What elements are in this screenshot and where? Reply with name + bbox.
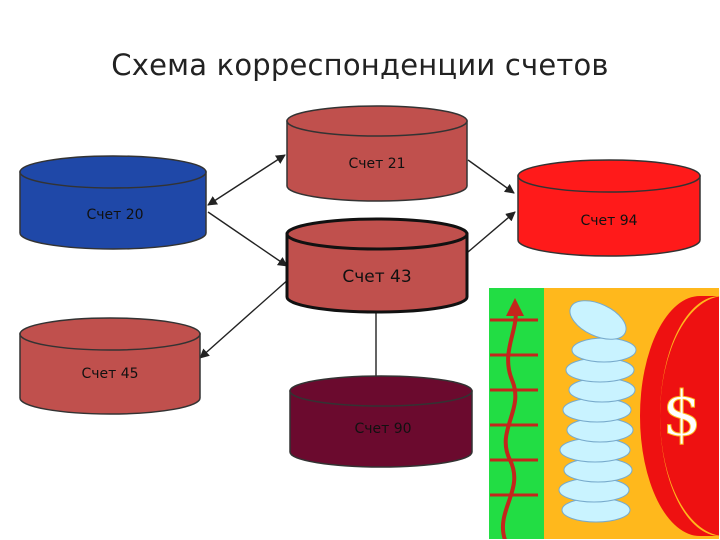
cylinder-body bbox=[289, 390, 473, 468]
node-schet-94: Счет 94 bbox=[517, 159, 701, 257]
node-label: Счет 94 bbox=[580, 213, 637, 229]
node-label: Счет 20 bbox=[86, 207, 143, 223]
node-label: Счет 90 bbox=[354, 421, 411, 437]
arrow-20-21 bbox=[207, 154, 286, 206]
cylinder-top bbox=[289, 375, 473, 407]
connectors bbox=[199, 154, 516, 389]
cylinder-top bbox=[19, 317, 201, 351]
node-schet-45: Счет 45 bbox=[19, 317, 201, 415]
cylinder-top bbox=[285, 217, 469, 251]
node-schet-21: Счет 21 bbox=[286, 105, 468, 202]
node-schet-90: Счет 90 bbox=[289, 375, 473, 468]
arrow-20-43 bbox=[207, 211, 288, 267]
cylinder-top bbox=[19, 155, 207, 189]
arrow-21-94 bbox=[467, 159, 515, 194]
cylinder-body bbox=[19, 171, 207, 250]
slide-title: Схема корреспонденции счетов bbox=[111, 48, 609, 82]
node-schet-43: Счет 43 bbox=[285, 217, 469, 314]
node-schet-20: Счет 20 bbox=[19, 155, 207, 250]
cylinder-body bbox=[19, 333, 201, 415]
node-label: Счет 45 bbox=[81, 366, 138, 382]
cylinder-top bbox=[286, 105, 468, 137]
money-clipart: $ bbox=[487, 286, 720, 540]
node-label: Счет 21 bbox=[348, 156, 405, 172]
cylinder-body bbox=[517, 175, 701, 257]
cylinder-body bbox=[286, 120, 468, 202]
arrow-43-94 bbox=[467, 211, 516, 253]
dollar-sign-icon: $ bbox=[662, 377, 701, 450]
arrow-43-45 bbox=[199, 277, 291, 359]
cylinder-body bbox=[285, 232, 469, 314]
node-label: Счет 43 bbox=[342, 267, 411, 287]
cylinder-top bbox=[517, 159, 701, 193]
